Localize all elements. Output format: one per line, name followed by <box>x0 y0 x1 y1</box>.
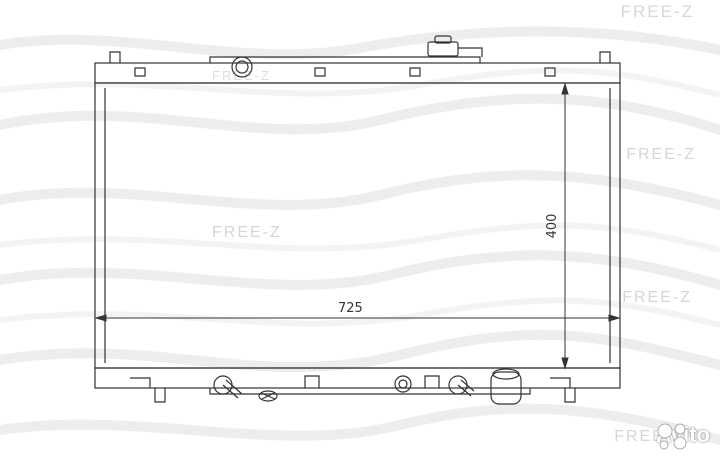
watermark-mid-right: FREE-Z <box>626 146 696 163</box>
watermark-mid-left: FREE-Z <box>212 68 271 83</box>
radiator-core <box>94 82 621 369</box>
watermark-center-left: FREE-Z <box>212 224 282 241</box>
inlet-pipe <box>231 56 253 78</box>
watermark-top-right: FREE-Z <box>620 2 694 21</box>
height-dimension-label: 400 <box>545 214 560 239</box>
outlet-pipe <box>490 371 522 405</box>
top-bracket-left <box>109 51 121 63</box>
top-tank <box>94 62 621 84</box>
dimension-lines <box>94 82 621 370</box>
avito-logo: Avito <box>656 422 710 450</box>
watermark-lower-right: FREE-Z <box>622 289 692 306</box>
avito-dots-icon <box>657 423 687 450</box>
drain-plug <box>258 390 278 402</box>
radiator-cap <box>427 41 459 57</box>
top-bracket-right <box>599 51 611 63</box>
bottom-bracket-right <box>564 388 576 403</box>
bottom-tank <box>94 367 621 389</box>
oil-cooler-fitting-center <box>394 375 412 393</box>
bottom-bracket-left <box>154 388 166 403</box>
width-dimension-label: 725 <box>338 301 363 316</box>
